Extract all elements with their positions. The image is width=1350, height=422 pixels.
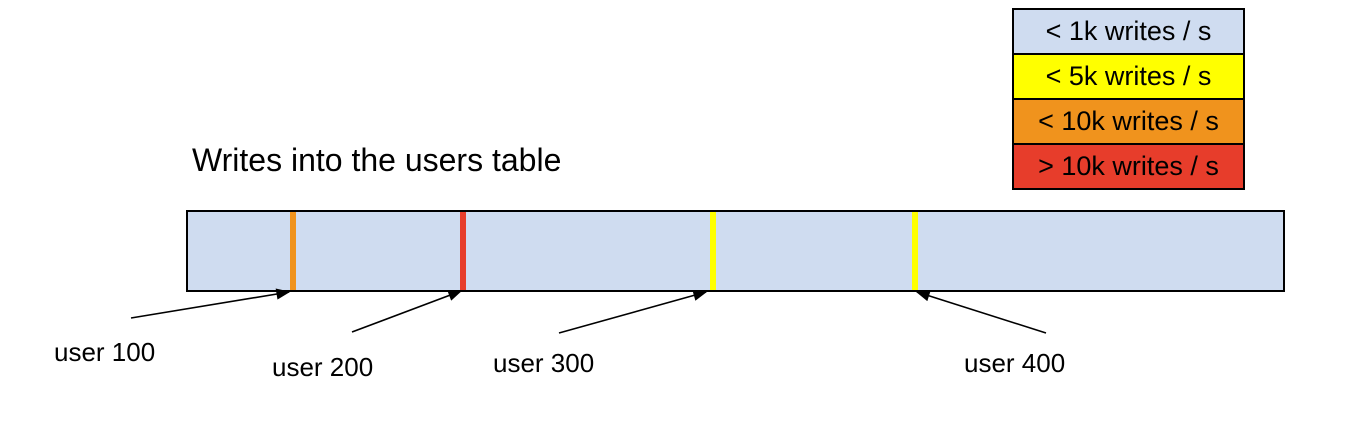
arrow-user-400 [915, 290, 1047, 334]
label-user-200: user 200 [272, 352, 374, 382]
legend-item-lt-1k: < 1k writes / s [1014, 10, 1243, 53]
legend-item-gt-10k-label: > 10k writes / s [1038, 151, 1219, 181]
arrow-user-100 [130, 288, 291, 319]
legend-item-lt-10k: < 10k writes / s [1014, 98, 1243, 143]
legend-item-gt-10k: > 10k writes / s [1014, 143, 1243, 188]
label-user-100: user 100 [54, 337, 156, 367]
stripe-user-300 [710, 212, 716, 290]
diagram-title: Writes into the users table [192, 142, 562, 178]
write-rate-legend: < 1k writes / s < 5k writes / s < 10k wr… [1012, 8, 1245, 190]
users-table-bar [186, 210, 1285, 292]
legend-item-lt-10k-label: < 10k writes / s [1038, 106, 1219, 136]
stripe-user-100 [290, 212, 296, 290]
legend-item-lt-1k-label: < 1k writes / s [1045, 16, 1212, 46]
arrow-user-300 [558, 289, 708, 334]
stripe-user-400 [912, 212, 918, 290]
stripe-user-200 [460, 212, 466, 290]
legend-item-lt-5k: < 5k writes / s [1014, 53, 1243, 98]
label-user-400: user 400 [964, 348, 1066, 378]
label-user-300: user 300 [493, 348, 595, 378]
arrow-user-200 [351, 290, 463, 333]
legend-item-lt-5k-label: < 5k writes / s [1045, 61, 1212, 91]
